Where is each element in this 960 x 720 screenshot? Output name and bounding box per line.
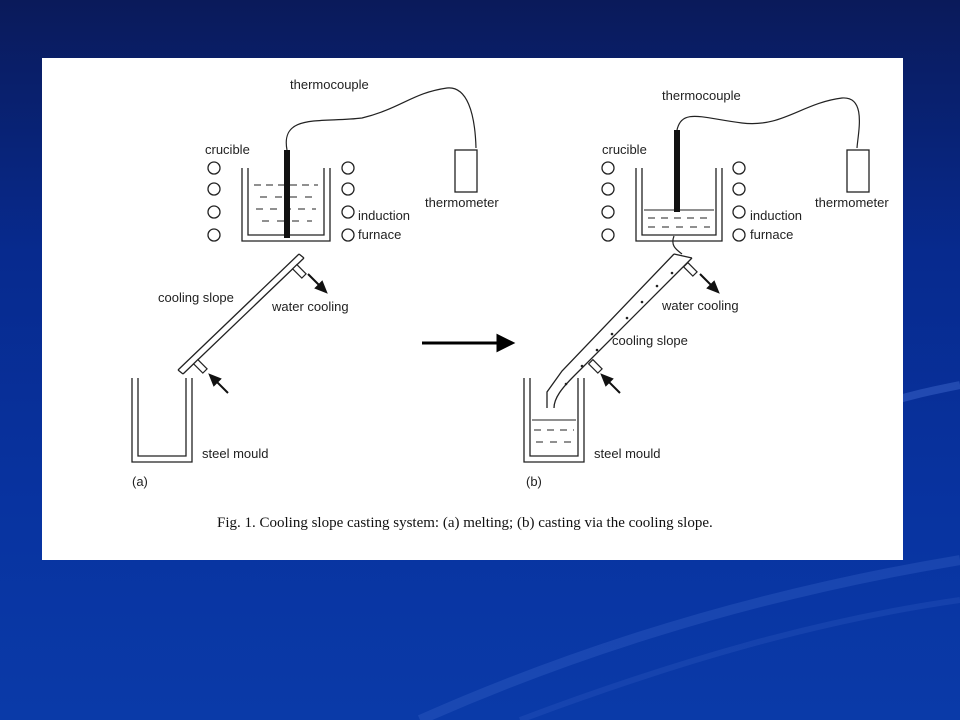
water-port-bottom-b [587, 358, 603, 374]
thermocouple-rod-a [284, 150, 290, 238]
label-induction-b: induction [750, 208, 802, 223]
label-steel-mould-b: steel mould [594, 446, 660, 461]
figure-caption: Fig. 1. Cooling slope casting system: (a… [217, 515, 713, 531]
thermocouple-wire-b [676, 97, 860, 149]
steel-mould-b [523, 378, 585, 463]
mould-melt-b [532, 419, 576, 443]
arrow-water-in-b [600, 373, 621, 394]
panel-b: thermocouple crucible thermometer induct… [523, 88, 889, 489]
arrow-water-out-b [699, 273, 720, 294]
thermocouple-wire-a [285, 87, 477, 151]
cooling-slope-diagram: thermocouple crucible thermometer induct… [131, 77, 889, 531]
cooling-slope-a [177, 253, 305, 375]
label-furnace-b: furnace [750, 227, 793, 242]
figure-panel: thermocouple crucible thermometer induct… [42, 58, 903, 560]
induction-coil-left-b [601, 161, 615, 242]
label-steel-mould-a: steel mould [202, 446, 268, 461]
label-crucible-b: crucible [602, 142, 647, 157]
label-thermocouple-a: thermocouple [290, 77, 369, 92]
panel-tag-b: (b) [526, 474, 542, 489]
label-thermometer-a: thermometer [425, 195, 499, 210]
thermometer-b [846, 149, 870, 193]
crucible-b [635, 168, 723, 242]
label-furnace-a: furnace [358, 227, 401, 242]
label-cooling-slope-a: cooling slope [158, 290, 234, 305]
label-thermocouple-b: thermocouple [662, 88, 741, 103]
label-water-cooling-b: water cooling [661, 298, 739, 313]
water-port-top-b [682, 261, 698, 277]
induction-coil-right-a [341, 161, 355, 242]
arrow-water-out-a [307, 273, 328, 294]
cooling-slope-b [546, 253, 693, 409]
steel-mould-a [131, 378, 193, 463]
label-induction-a: induction [358, 208, 410, 223]
panel-tag-a: (a) [132, 474, 148, 489]
label-water-cooling-a: water cooling [271, 299, 349, 314]
process-arrow [422, 333, 516, 353]
label-thermometer-b: thermometer [815, 195, 889, 210]
thermometer-a [454, 149, 478, 193]
arrow-water-in-a [208, 373, 229, 394]
water-port-top-a [291, 263, 307, 279]
melt-stream-b [672, 235, 683, 255]
label-cooling-slope-b: cooling slope [612, 333, 688, 348]
induction-coil-right-b [732, 161, 746, 242]
label-crucible-a: crucible [205, 142, 250, 157]
slurry-particles-b [564, 271, 674, 386]
water-port-bottom-a [192, 358, 208, 374]
thermocouple-rod-b [674, 130, 680, 212]
induction-coil-left-a [207, 161, 221, 242]
melt-b [644, 209, 714, 228]
panel-a: thermocouple crucible thermometer induct… [131, 77, 499, 489]
